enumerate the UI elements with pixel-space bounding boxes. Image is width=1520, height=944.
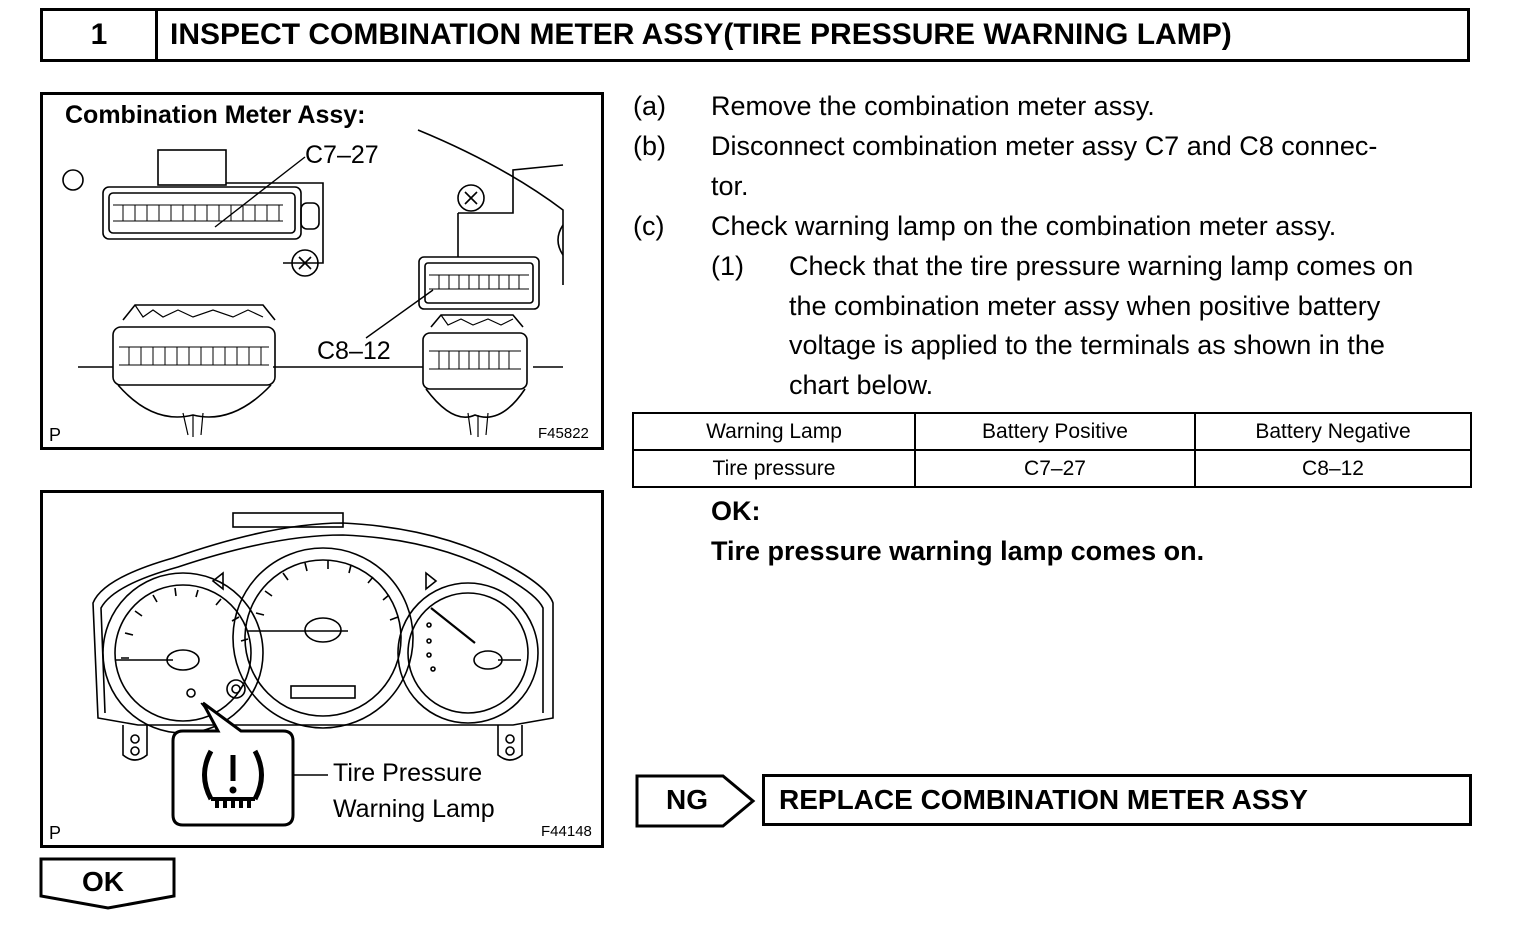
substep-line: chart below. <box>789 370 934 400</box>
substep-line: Check that the tire pressure warning lam… <box>789 251 1414 281</box>
label-c7-27: C7–27 <box>305 141 379 169</box>
table-header-cell: Warning Lamp <box>632 412 916 451</box>
combination-meter-figure: Tire Pressure Warning Lamp P F44148 <box>40 490 604 848</box>
table-cell: Tire pressure <box>632 449 916 488</box>
label-c8-12: C8–12 <box>317 337 391 365</box>
tire-pressure-lamp-label-line1: Tire Pressure <box>333 759 483 787</box>
substep-line: the combination meter assy when positive… <box>789 291 1381 321</box>
instruction-text: Check warning lamp on the combination me… <box>711 211 1337 241</box>
terminal-spec-table: Warning Lamp Battery Positive Battery Ne… <box>632 412 1472 488</box>
table-header-cell: Battery Positive <box>914 412 1196 451</box>
step-header: 1 INSPECT COMBINATION METER ASSY(TIRE PR… <box>40 8 1470 62</box>
figure-corner-mark: P <box>49 823 62 843</box>
ok-label: OK <box>82 866 124 897</box>
ok-arrow-box <box>39 857 176 910</box>
figure-corner-mark: P <box>49 425 62 445</box>
combination-meter-illustration <box>92 512 554 827</box>
instruction-b-continuation: tor. <box>711 171 749 201</box>
tire-pressure-lamp-label-line2: Warning Lamp <box>333 795 495 823</box>
connector-illustration <box>62 129 564 437</box>
instruction-label: (c) <box>633 211 665 241</box>
figure-id: F45822 <box>538 425 589 442</box>
table-header-row: Warning Lamp Battery Positive Battery Ne… <box>632 412 1472 451</box>
substep-label: (1) <box>711 251 744 281</box>
instruction-text: Remove the combination meter assy. <box>711 91 1155 121</box>
table-cell: C8–12 <box>1194 449 1472 488</box>
instruction-text: Disconnect combination meter assy C7 and… <box>711 131 1378 161</box>
substep-line: voltage is applied to the terminals as s… <box>789 330 1385 360</box>
table-cell: C7–27 <box>914 449 1196 488</box>
ok-condition-text: Tire pressure warning lamp comes on. <box>711 536 1205 566</box>
figure-title: Combination Meter Assy: <box>65 101 366 129</box>
ok-condition-label: OK: <box>711 496 761 526</box>
ng-action-box: REPLACE COMBINATION METER ASSY <box>762 774 1472 826</box>
connector-figure: Combination Meter Assy: C7–27 C8–12 P F4… <box>40 92 604 450</box>
ng-label: NG <box>666 784 708 815</box>
ng-arrow-box <box>635 774 756 828</box>
table-header-cell: Battery Negative <box>1194 412 1472 451</box>
step-title: INSPECT COMBINATION METER ASSY(TIRE PRES… <box>170 18 1232 51</box>
figure-id: F44148 <box>541 823 592 840</box>
instruction-label: (a) <box>633 91 666 121</box>
instruction-label: (b) <box>633 131 666 161</box>
table-row: Tire pressure C7–27 C8–12 <box>632 449 1472 488</box>
step-number: 1 <box>43 11 158 59</box>
